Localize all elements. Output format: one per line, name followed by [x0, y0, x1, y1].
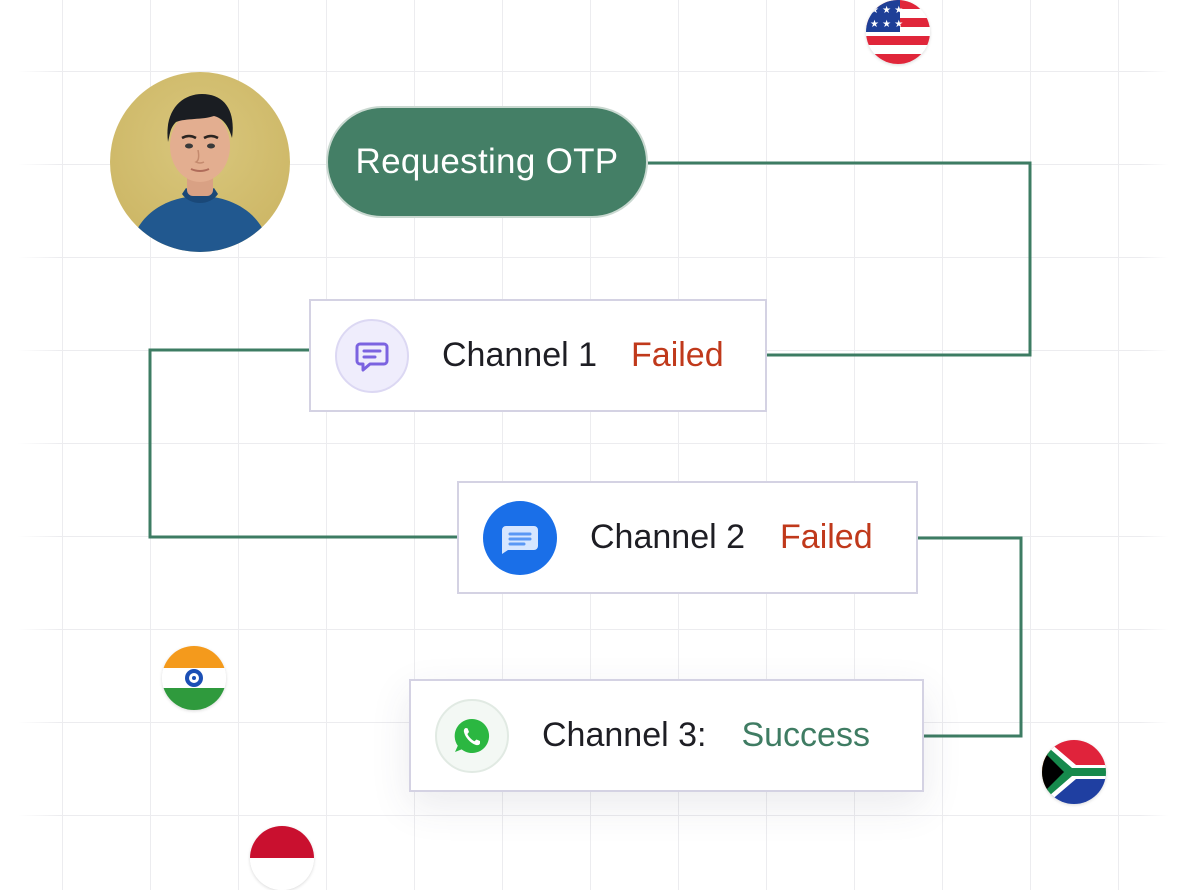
connector-otp-to-channel-1	[648, 161, 1032, 357]
channel-3-card[interactable]: Channel 3: Success	[409, 679, 924, 792]
svg-text:★ ★ ★: ★ ★ ★	[870, 19, 903, 30]
channel-3-label: Channel 3:	[542, 716, 707, 754]
requesting-otp-pill: Requesting OTP	[326, 106, 648, 218]
requesting-otp-label: Requesting OTP	[355, 142, 619, 181]
channel-2-status: Failed	[780, 518, 873, 556]
channel-3-status: Success	[741, 716, 870, 754]
channel-1-status: Failed	[631, 336, 724, 374]
connector-channel-2-to-channel-3	[918, 536, 1023, 738]
message-bubble-icon	[335, 318, 409, 393]
user-avatar	[110, 72, 290, 252]
whatsapp-icon	[435, 698, 509, 773]
svg-text:★ ★ ★: ★ ★ ★	[870, 5, 903, 16]
messages-app-icon	[483, 500, 557, 575]
channel-2-card[interactable]: Channel 2 Failed	[457, 481, 918, 594]
channel-1-card[interactable]: Channel 1 Failed	[309, 299, 767, 412]
india-flag-icon	[162, 646, 226, 710]
indonesia-flag-icon	[250, 826, 314, 890]
south-africa-flag-icon	[1042, 740, 1106, 804]
channel-2-label: Channel 2	[590, 518, 746, 556]
connector-channel-1-to-channel-2	[148, 348, 458, 539]
us-flag-icon: ★ ★ ★ ★ ★ ★	[866, 0, 930, 64]
channel-1-label: Channel 1	[442, 336, 598, 374]
